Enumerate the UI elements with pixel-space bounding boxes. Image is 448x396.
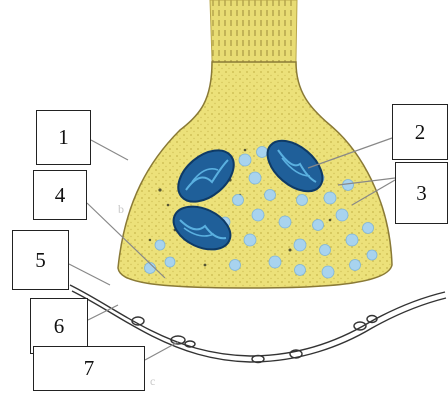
label-box-3: 3 xyxy=(395,162,448,224)
label-box-7: 7 xyxy=(33,346,145,391)
label-box-4: 4 xyxy=(33,170,87,220)
faint-letter-c: c xyxy=(150,374,155,388)
label-box-5: 5 xyxy=(12,230,69,290)
label-box-1: 1 xyxy=(36,110,91,165)
faint-letter-b: b xyxy=(118,202,124,216)
label-box-2: 2 xyxy=(392,104,448,160)
